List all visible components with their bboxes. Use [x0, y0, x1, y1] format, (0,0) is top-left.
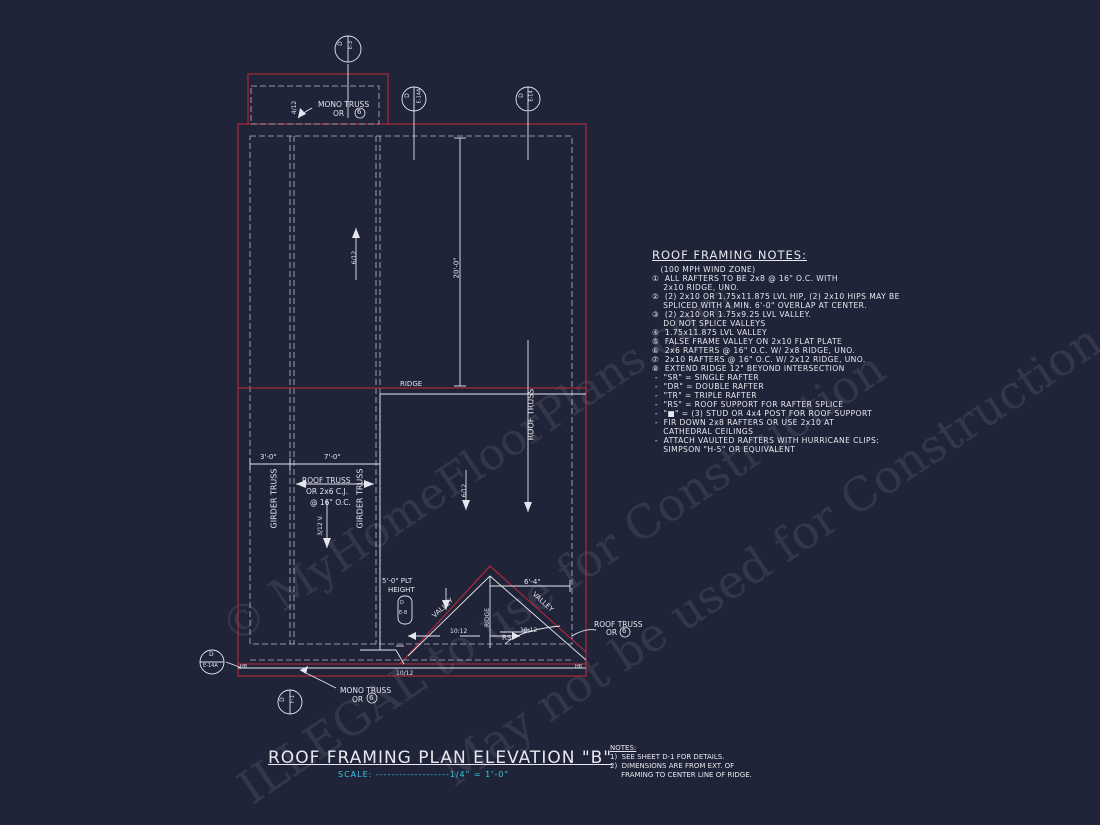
- general-notes: NOTES: 1) SEE SHEET D-1 FOR DETAILS. 2) …: [610, 744, 752, 780]
- section-mid-right-letter: D: [517, 93, 525, 98]
- drawing-title: ROOF FRAMING PLAN ELEVATION "B": [268, 748, 613, 768]
- structure-lines: [225, 64, 597, 689]
- mono-truss-bottom-or: OR: [352, 695, 364, 704]
- note-item: - "SR" = SINGLE RAFTER: [652, 373, 760, 382]
- roof-notes-title: ROOF FRAMING NOTES:: [652, 248, 807, 262]
- general-notes-heading: NOTES:: [610, 744, 637, 752]
- roof-truss-right-num: 6: [622, 627, 627, 635]
- dim-20-0: 20'-0": [452, 257, 461, 279]
- plt-height-2: HEIGHT: [388, 586, 415, 594]
- pitch-10-12-b: 10:12: [520, 627, 538, 634]
- note-item: - "■" = (3) STUD OR 4x4 POST FOR ROOF SU…: [652, 409, 873, 418]
- dim-3-0: 3'-0": [260, 453, 277, 461]
- section-top-letter: D: [336, 41, 344, 46]
- section-bottom-letter: D: [278, 697, 286, 702]
- note-item: ⑤ FALSE FRAME VALLEY ON 2x10 FLAT PLATE: [652, 337, 843, 346]
- roof-truss-mid-2: OR 2x6 C.J.: [306, 487, 349, 496]
- note-item: ⑧ EXTEND RIDGE 12" BEYOND INTERSECTION: [652, 364, 845, 373]
- pitch-left-upper: 6/12: [351, 250, 359, 265]
- mono-truss-top-num: 6: [357, 108, 362, 116]
- section-inner-sheet: E-8: [399, 610, 408, 616]
- general-note-3: FRAMING TO CENTER LINE OF RIDGE.: [610, 771, 752, 779]
- note-item: (100 MPH WIND ZONE): [652, 265, 756, 274]
- note-item: ⑦ 2x10 RAFTERS @ 16" O.C. W/ 2x12 RIDGE,…: [652, 355, 866, 364]
- section-mid-right-sheet: E-14: [528, 90, 535, 102]
- note-item: - "RS" = ROOF SUPPORT FOR RAFTER SPLICE: [652, 400, 844, 409]
- pitch-bottom: 10/12: [396, 670, 414, 677]
- note-item: CATHEDRAL CEILINGS: [652, 427, 754, 436]
- girder-truss-left: GIRDER TRUSS: [269, 468, 279, 529]
- corner-tag-right: H8: [575, 664, 582, 670]
- ridge-label: RIDGE: [400, 380, 423, 388]
- callout-circle-bottom: [366, 692, 378, 704]
- note-item: 2x10 RIDGE, UNO.: [652, 283, 740, 292]
- plt-height-1: 5'-0" PLT: [382, 577, 413, 585]
- note-item: - "DR" = DOUBLE RAFTER: [652, 382, 765, 391]
- mono-truss-bottom-label: MONO TRUSS: [340, 686, 392, 695]
- note-item: ⑥ 2x6 RAFTERS @ 16" O.C. W/ 2x8 RIDGE, U…: [652, 346, 856, 355]
- section-marker-mid-right: [515, 86, 541, 112]
- dim-6-4: 6'-4": [524, 578, 541, 586]
- section-left-letter: D: [209, 651, 214, 658]
- mono-truss-top-label: MONO TRUSS: [318, 100, 370, 109]
- section-top-sheet: E-3: [348, 40, 355, 50]
- pitch-top: 4/12: [291, 100, 299, 115]
- section-marker-top: [334, 35, 362, 63]
- rs-label: RS: [502, 634, 512, 642]
- note-item: ① ALL RAFTERS TO BE 2x8 @ 16" O.C. WITH: [652, 274, 838, 283]
- section-bottom-sheet: F-1: [289, 695, 296, 703]
- section-marker-inner: [397, 595, 413, 625]
- note-item: ③ (2) 2x10 OR 1.75x9.25 LVL VALLEY.: [652, 310, 811, 319]
- roof-truss-right-or: OR: [606, 628, 618, 637]
- note-item: ④ 1.75x11.875 LVL VALLEY: [652, 328, 768, 337]
- section-marker-left: [199, 649, 225, 675]
- roof-truss-mid-1: ROOF TRUSS: [302, 476, 351, 485]
- section-marker-bottom: [277, 689, 303, 715]
- section-left-sheet: E-14A: [203, 663, 218, 669]
- note-item: SIMPSON "H-5" OR EQUIVALENT: [652, 445, 796, 454]
- note-item: - FIR DOWN 2x8 RAFTERS OR USE 2x10 AT: [652, 418, 835, 427]
- note-item: - "TR" = TRIPLE RAFTER: [652, 391, 757, 400]
- roof-truss-mid-3: @ 16" O.C.: [310, 498, 351, 507]
- note-item: DO NOT SPLICE VALLEYS: [652, 319, 766, 328]
- section-mid-left-letter: D: [403, 93, 411, 98]
- roof-notes-list: (100 MPH WIND ZONE) ① ALL RAFTERS TO BE …: [652, 265, 922, 454]
- callout-circle-right: [619, 626, 631, 638]
- section-inner-letter: D: [400, 600, 404, 606]
- mono-truss-bottom-num: 6: [369, 694, 374, 702]
- note-item: - ATTACH VAULTED RAFTERS WITH HURRICANE …: [652, 436, 880, 445]
- mono-truss-top-or: OR: [333, 109, 345, 118]
- roof-truss-right-label: ROOF TRUSS: [594, 620, 643, 629]
- dim-7-0: 7'-0": [324, 453, 341, 461]
- section-marker-mid-left: [401, 86, 427, 112]
- pitch-3-12: 3/12 V.: [316, 515, 324, 536]
- corner-tag-left: H8: [240, 664, 247, 670]
- roof-truss-vertical-label: ROOF TRUSS: [526, 388, 536, 441]
- roof-framing-notes: ROOF FRAMING NOTES: (100 MPH WIND ZONE) …: [652, 248, 922, 454]
- note-item: SPLICED WITH A MIN. 6'-0" OVERLAP AT CEN…: [652, 301, 867, 310]
- girder-truss-right: GIRDER TRUSS: [355, 468, 365, 529]
- general-note-2: 2) DIMENSIONS ARE FROM EXT. OF: [610, 762, 735, 770]
- note-item: ② (2) 2x10 OR 1.75x11.875 LVL HIP, (2) 2…: [652, 292, 900, 301]
- ridge-small: RIDGE: [484, 608, 491, 627]
- pitch-10-12-a: 10:12: [450, 628, 468, 635]
- callout-circle-top: [354, 107, 366, 119]
- drawing-scale: SCALE: -------------------1/4" = 1'-0": [338, 770, 510, 779]
- general-note-1: 1) SEE SHEET D-1 FOR DETAILS.: [610, 753, 725, 761]
- section-mid-left-sheet: E-14A: [416, 88, 423, 104]
- pitch-right-mid: 6/12: [461, 483, 469, 498]
- direction-arrows: [296, 108, 532, 674]
- framing-dashed-lines: [249, 85, 573, 661]
